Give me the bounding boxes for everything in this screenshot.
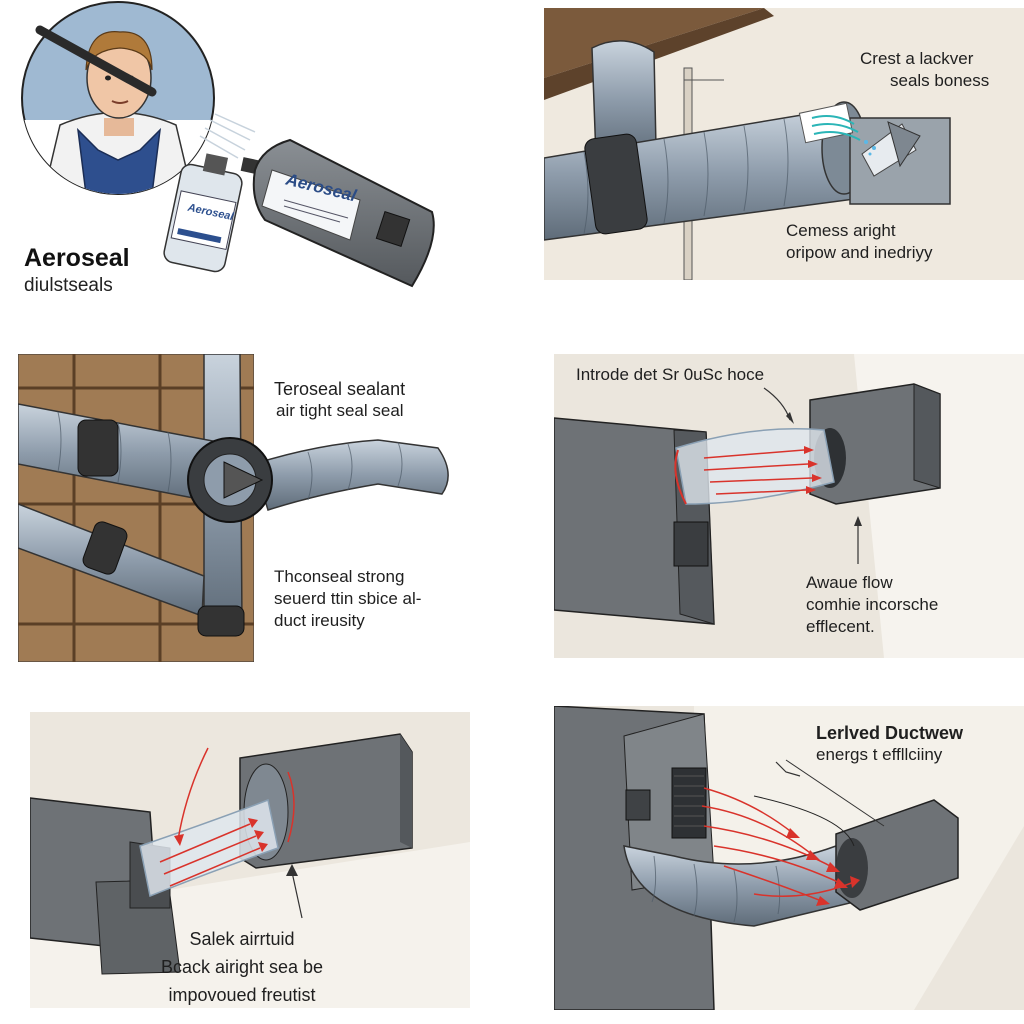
brand-title: Aeroseal	[24, 244, 130, 272]
caption-bottom: Awaue flow comhie incorsche efflecent.	[806, 573, 939, 636]
caption-top: Teroseal sealant air tight seal seal	[274, 379, 406, 420]
panel-technician-spray: Aeroseal Aeroseal Aeroseal diulstseals	[0, 0, 470, 320]
aeroseal-applicator: Aeroseal	[252, 138, 435, 288]
sealed-ducts-illustration	[18, 354, 518, 662]
airflow-units-illustration	[554, 354, 1024, 658]
caption-top: Crest a lackver seals boness	[860, 49, 990, 90]
applicator-wand	[35, 25, 157, 97]
caption-top: Introde det Sr 0uSc hoce	[576, 365, 765, 384]
caption-bottom: Cemess aright oripow and inedriyy	[786, 221, 933, 262]
ductwork-efficiency-illustration	[554, 706, 1024, 1010]
panel-airtight-connection: Salek airrtuid Bcack airight sea be impo…	[30, 712, 470, 1008]
panel-sealed-ducts: Teroseal sealant air tight seal seal Thc…	[18, 354, 518, 662]
panel-airflow-units: Introde det Sr 0uSc hoce Awaue flow comh…	[554, 354, 1024, 658]
technician-illustration: Aeroseal Aeroseal	[21, 1, 435, 288]
airtight-connection-illustration	[30, 712, 470, 1008]
brand-subtitle: diulstseals	[24, 275, 113, 296]
spray-mist	[199, 113, 256, 159]
caption-bottom: Thconseal strong seuerd ttin sbice al- d…	[274, 567, 422, 630]
panel-ductwork-efficiency: Lerlved Ductwew energs t effllciiny	[554, 706, 1024, 1010]
duct-sealer-illustration	[544, 8, 1024, 280]
airflow-arrows	[703, 449, 813, 495]
caption: Lerlved Ductwew energs t effllciiny	[816, 723, 964, 764]
technician-figure	[22, 31, 214, 194]
panel-duct-sealer: Crest a lackver seals boness Cemess arig…	[544, 8, 1024, 280]
airflow-arrows	[159, 747, 295, 887]
spray-can: Aeroseal	[163, 153, 269, 273]
airflow-arrows	[701, 787, 855, 903]
